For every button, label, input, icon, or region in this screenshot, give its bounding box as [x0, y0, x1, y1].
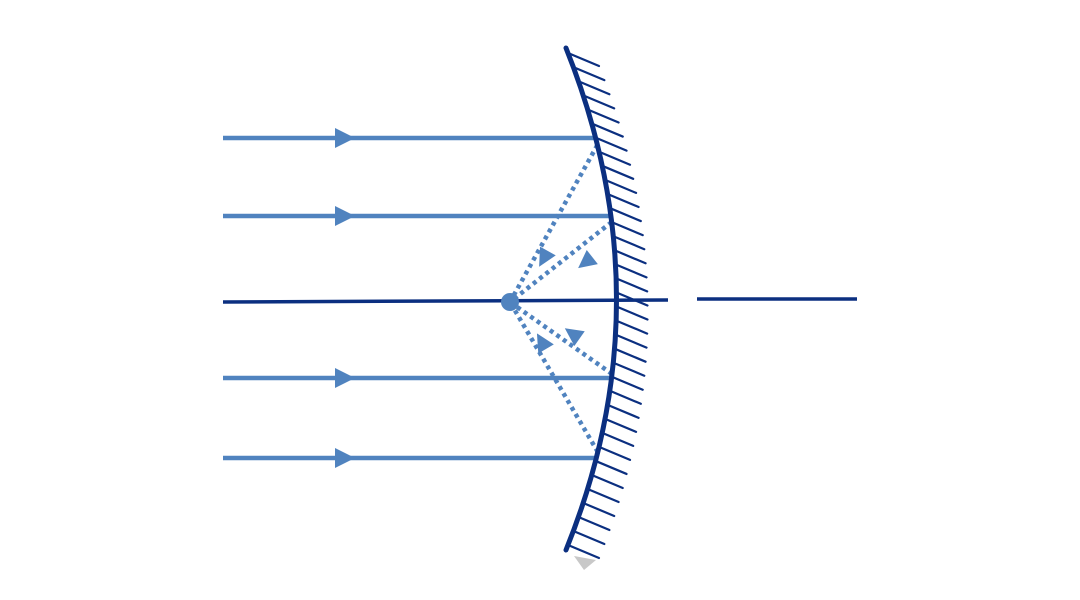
hatch-mark [590, 122, 624, 138]
hatch-mark [566, 543, 601, 560]
reflected-rays [508, 143, 614, 454]
hatch-mark [594, 136, 628, 152]
incident-ray-arrow [335, 128, 355, 148]
hatch-mark [586, 487, 620, 504]
reflected-ray-line [508, 300, 600, 454]
hatch-mark [606, 192, 640, 209]
hatch-mark [572, 529, 606, 546]
hatch-mark [613, 249, 647, 265]
reflected-ray-arrow [539, 246, 556, 267]
incident-ray-arrow [335, 448, 355, 468]
principal-axis [222, 297, 857, 304]
incident-rays [223, 128, 612, 468]
reflected-ray-line [508, 300, 614, 376]
incident-ray-arrow [335, 368, 355, 388]
hatch-mark [615, 277, 649, 293]
reflected-ray-arrow [578, 249, 598, 269]
principal-axis-left [222, 298, 669, 304]
hatch-mark [601, 431, 635, 447]
hatch-mark [577, 515, 611, 532]
hatch-mark [572, 66, 606, 82]
hatch-mark [603, 178, 638, 195]
mirror-base-shadow [574, 556, 596, 570]
hatch-mark [615, 305, 649, 321]
hatch-mark [608, 389, 642, 405]
hatch-mark [597, 150, 632, 166]
reflected-ray-arrow [536, 333, 554, 354]
focal-point-dot [501, 293, 519, 311]
hatch-mark [613, 347, 647, 363]
mirror-base-shadow-shape [574, 556, 596, 570]
hatch-mark [590, 473, 624, 490]
reflected-ray-line [508, 220, 614, 304]
hatch-mark [566, 51, 601, 68]
reflected-ray-arrow [564, 328, 585, 346]
hatch-mark [597, 445, 632, 462]
hatch-mark [610, 375, 644, 391]
hatch-mark [610, 221, 644, 237]
hatch-mark [594, 459, 628, 476]
incident-ray-arrow [335, 206, 355, 226]
hatch-mark [612, 361, 646, 377]
reflected-ray-line [508, 143, 600, 304]
mirror-arc [563, 45, 619, 553]
hatch-mark [614, 263, 648, 279]
hatch-mark [586, 108, 620, 124]
hatch-mark [615, 319, 649, 335]
concave-mirror [563, 45, 619, 553]
hatch-mark [608, 206, 642, 223]
hatch-mark [582, 94, 616, 110]
hatch-mark [582, 501, 616, 518]
hatch-mark [606, 403, 640, 419]
hatch-mark [614, 333, 648, 349]
hatch-mark [612, 235, 646, 251]
hatch-mark [601, 164, 635, 180]
mirror-hatching [566, 51, 649, 560]
hatch-mark [603, 417, 638, 433]
focal-point [501, 293, 519, 311]
hatch-mark [577, 80, 611, 96]
